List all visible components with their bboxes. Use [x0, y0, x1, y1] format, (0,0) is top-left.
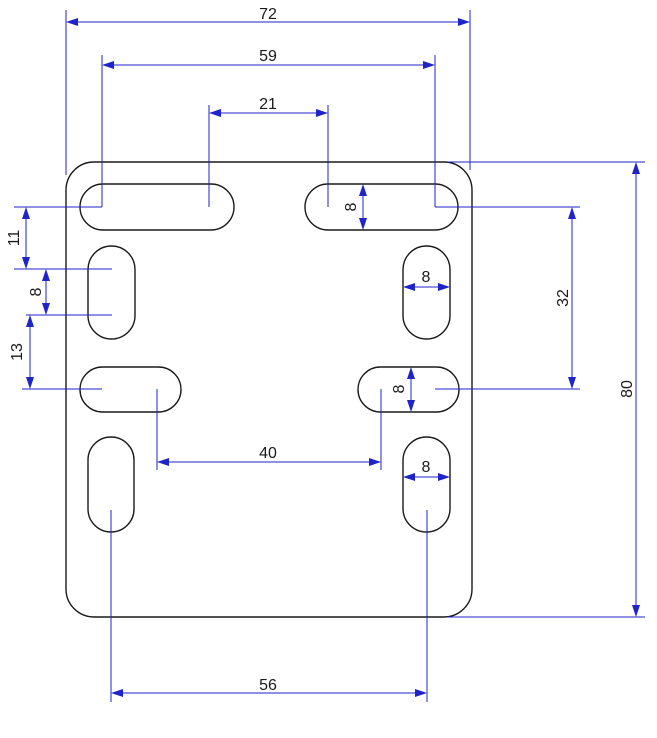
dim-label-overall-height: 80 — [619, 380, 636, 398]
dim-right-bottom-slot-width: 8 — [403, 459, 450, 481]
dim-label-outer-slot-span: 59 — [259, 48, 277, 65]
dim-middle-slot-span: 40 — [156, 389, 382, 470]
dim-label-bottom-slot-span: 56 — [259, 677, 277, 694]
slot-left-upper — [87, 245, 136, 340]
dim-right-slot-spacing: 32 — [435, 206, 580, 390]
dim-label-middle-slot-span: 40 — [259, 445, 277, 462]
dim-label-right-upper-slot-width: 8 — [422, 269, 431, 286]
dim-bottom-slot-span: 56 — [110, 510, 428, 702]
dim-top-right-slot-width: 8 — [343, 184, 367, 230]
dim-label-overall-width: 72 — [259, 6, 277, 23]
dim-right-middle-slot-width: 8 — [391, 367, 415, 412]
dim-left-lower-offset: 13 — [9, 315, 102, 390]
dim-right-upper-slot-width: 8 — [403, 269, 450, 291]
dim-label-right-middle-slot-width: 8 — [391, 384, 408, 393]
dim-overall-width: 72 — [65, 6, 471, 175]
dim-label-top-right-slot-width: 8 — [343, 202, 360, 211]
dim-label-right-slot-spacing: 32 — [555, 289, 572, 307]
slot-right-upper — [402, 245, 451, 340]
dim-overall-height: 80 — [448, 161, 645, 618]
dim-outer-slot-span: 59 — [101, 48, 436, 207]
dim-label-left-lower-offset: 13 — [9, 343, 26, 361]
dim-label-top-center-span: 21 — [259, 96, 277, 113]
dim-label-right-bottom-slot-width: 8 — [422, 459, 431, 476]
dim-left-slot-width: 8 — [26, 269, 112, 316]
dim-label-left-slot-width: 8 — [28, 287, 45, 296]
dim-label-left-top-offset: 11 — [6, 230, 23, 247]
dim-top-center-span: 21 — [208, 96, 329, 207]
dim-left-top-offset: 11 — [6, 206, 112, 270]
slot-top-left — [79, 183, 235, 231]
